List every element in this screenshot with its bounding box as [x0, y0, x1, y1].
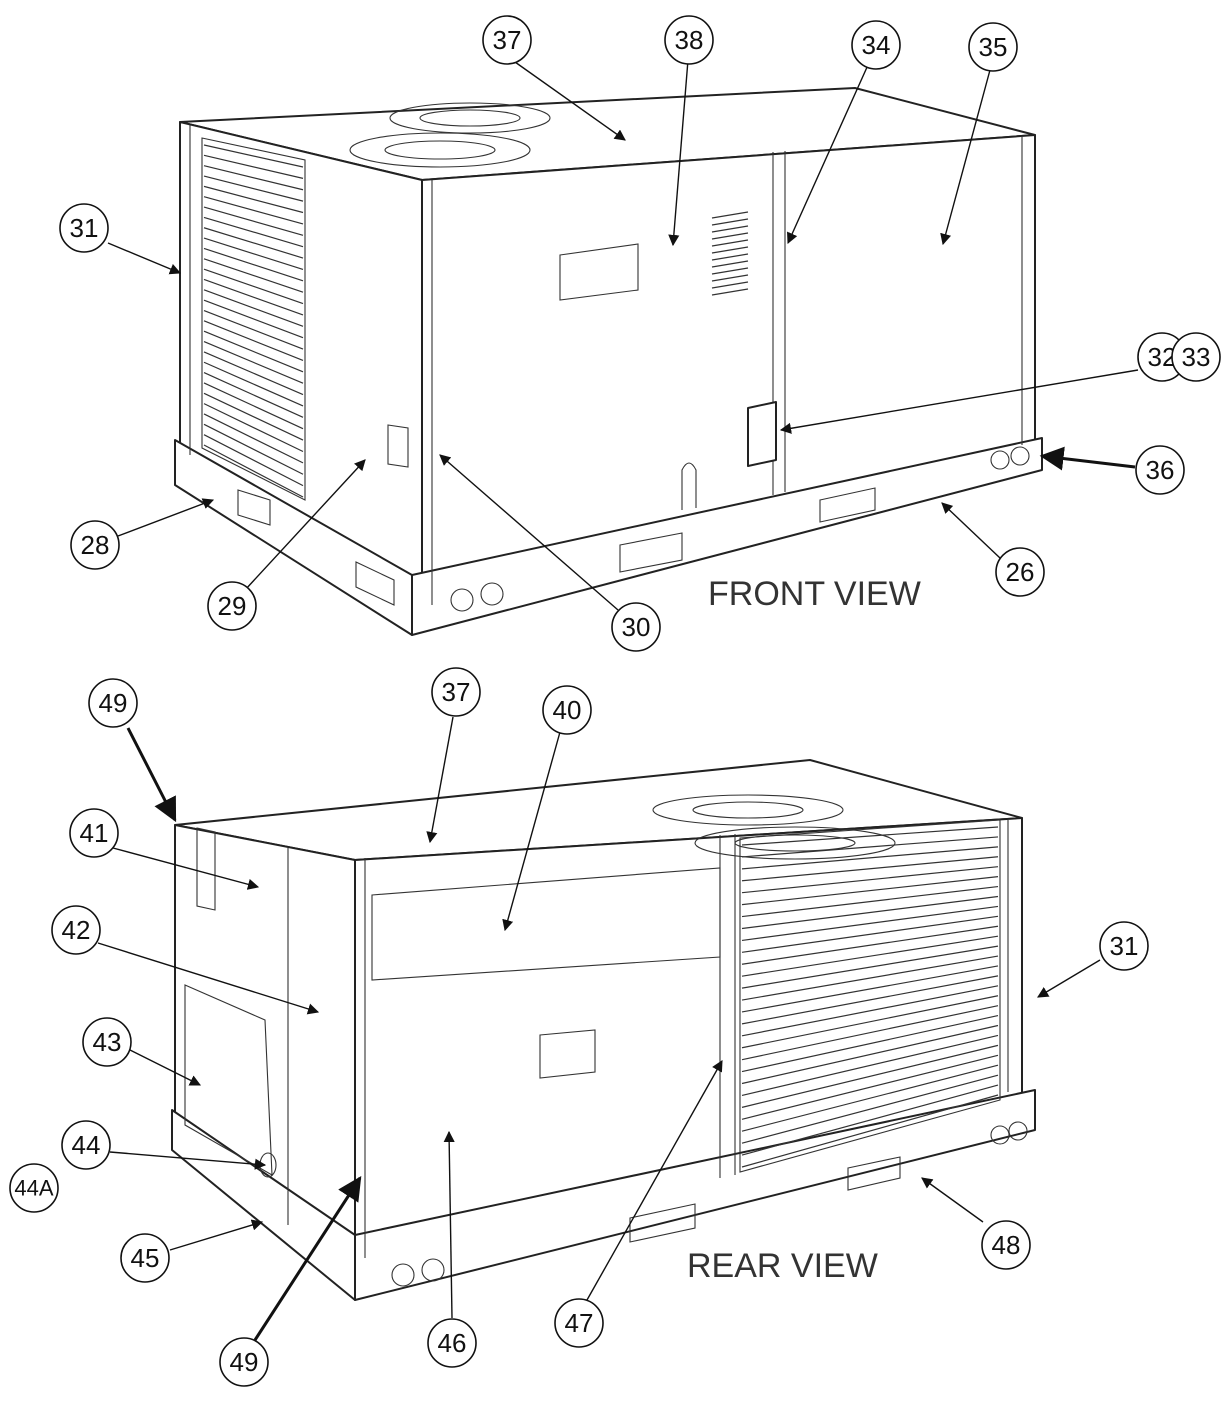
svg-text:26: 26 [1006, 557, 1035, 587]
leader-lines [97, 59, 1139, 1341]
svg-text:38: 38 [675, 25, 704, 55]
callout-rear-31: 31 [1099, 921, 1149, 971]
svg-text:37: 37 [442, 677, 471, 707]
callout-front-28: 28 [70, 520, 120, 570]
svg-text:48: 48 [992, 1230, 1021, 1260]
front-view-unit [174, 87, 1043, 636]
svg-text:33: 33 [1182, 342, 1211, 372]
rear-view-unit [171, 759, 1036, 1301]
svg-text:40: 40 [553, 695, 582, 725]
front-view-title: FRONT VIEW [708, 575, 921, 613]
svg-text:44A: 44A [14, 1176, 53, 1201]
callout-rear-37: 37 [431, 667, 481, 717]
callout-front-34: 34 [851, 20, 901, 70]
callout-front-26: 26 [995, 547, 1045, 597]
svg-text:35: 35 [979, 32, 1008, 62]
callout-front-38: 38 [664, 15, 714, 65]
svg-text:30: 30 [622, 612, 651, 642]
svg-text:31: 31 [1110, 931, 1139, 961]
svg-text:46: 46 [438, 1328, 467, 1358]
svg-text:44: 44 [72, 1130, 101, 1160]
svg-text:43: 43 [93, 1027, 122, 1057]
callout-front-37: 37 [482, 15, 532, 65]
svg-text:45: 45 [131, 1243, 160, 1273]
callout-front-35: 35 [968, 22, 1018, 72]
svg-text:37: 37 [493, 25, 522, 55]
svg-text:47: 47 [565, 1308, 594, 1338]
callout-rear-40: 40 [542, 685, 592, 735]
svg-text:28: 28 [81, 530, 110, 560]
svg-text:49: 49 [230, 1347, 259, 1377]
rear-view-title: REAR VIEW [687, 1247, 878, 1285]
callout-front-33: 33 [1171, 332, 1221, 382]
callout-rear-41: 41 [69, 808, 119, 858]
callout-front-31: 31 [59, 203, 109, 253]
callout-rear-45: 45 [120, 1233, 170, 1283]
callout-rear-44a: 44A [9, 1163, 59, 1213]
svg-text:34: 34 [862, 30, 891, 60]
callout-rear-49-bottom: 49 [219, 1337, 269, 1387]
svg-text:42: 42 [62, 915, 91, 945]
callout-rear-43: 43 [82, 1017, 132, 1067]
callout-rear-44: 44 [61, 1120, 111, 1170]
callout-rear-48: 48 [981, 1220, 1031, 1270]
svg-text:36: 36 [1146, 455, 1175, 485]
svg-text:31: 31 [70, 213, 99, 243]
callout-front-36: 36 [1135, 445, 1185, 495]
callout-front-30: 30 [611, 602, 661, 652]
callout-rear-42: 42 [51, 905, 101, 955]
svg-text:41: 41 [80, 818, 109, 848]
callout-rear-49-top: 49 [88, 678, 138, 728]
svg-text:49: 49 [99, 688, 128, 718]
callout-rear-47: 47 [554, 1298, 604, 1348]
svg-text:29: 29 [218, 591, 247, 621]
callout-rear-46: 46 [427, 1318, 477, 1368]
callout-front-29: 29 [207, 581, 257, 631]
